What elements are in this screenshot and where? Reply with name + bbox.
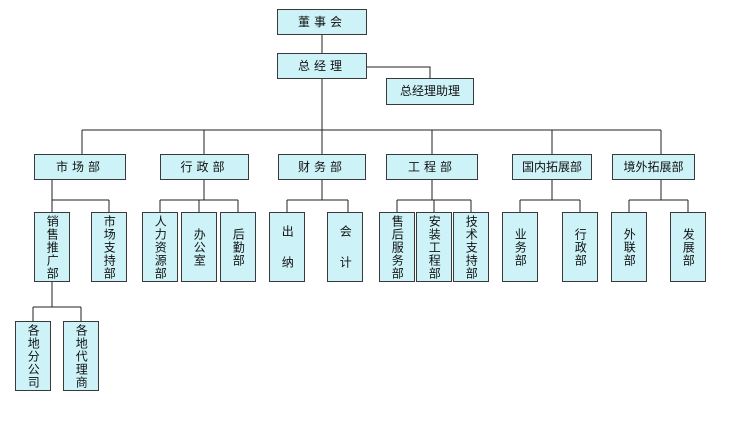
sub-box-development: 发展部 xyxy=(670,212,706,282)
line-assistant xyxy=(367,66,431,78)
sub-label: 行政部 xyxy=(573,227,588,267)
board-label: 董事会 xyxy=(297,14,346,29)
sub-label: 后勤部 xyxy=(231,227,246,267)
sub-box-office: 办公室 xyxy=(181,212,217,282)
dept-label: 行政部 xyxy=(180,159,229,174)
sub-label: 安装工程部 xyxy=(427,214,442,280)
sub-label: 技术支持部 xyxy=(464,214,479,280)
dept-box-market: 市场部 xyxy=(34,154,126,180)
branch-box-agents: 各地代理商 xyxy=(63,321,99,391)
line-dept-drops xyxy=(81,130,662,154)
dept-box-finance: 财务部 xyxy=(278,154,366,180)
assistant-box: 总经理助理 xyxy=(386,78,474,105)
board-box: 董事会 xyxy=(277,9,367,35)
dept-box-domestic: 国内拓展部 xyxy=(512,154,592,180)
sub-label-char1: 出 xyxy=(280,225,295,238)
sub-box-liaison: 外联部 xyxy=(611,212,647,282)
dept-box-admin: 行政部 xyxy=(160,154,249,180)
gm-box: 总经理 xyxy=(277,53,367,79)
sub-box-logistics: 后勤部 xyxy=(220,212,256,282)
sub-label: 人力资源部 xyxy=(153,214,168,280)
sub-box-after-sales: 售后服务部 xyxy=(379,212,415,282)
sub-label: 外联部 xyxy=(622,227,637,267)
sub-box-sales: 销售推广部 xyxy=(34,212,70,282)
sub-box-hr: 人力资源部 xyxy=(142,212,178,282)
dept-box-overseas: 境外拓展部 xyxy=(612,154,695,180)
gm-label: 总经理 xyxy=(297,58,346,73)
branch-label: 各地代理商 xyxy=(74,323,89,389)
sub-label: 业务部 xyxy=(513,227,528,267)
sub-label: 办公室 xyxy=(192,227,207,267)
sub-box-cashier: 出纳 xyxy=(269,212,305,282)
sub-label: 售后服务部 xyxy=(390,214,405,280)
sub-box-installation: 安装工程部 xyxy=(416,212,452,282)
dept-label: 境外拓展部 xyxy=(623,159,684,174)
dept-label: 国内拓展部 xyxy=(521,159,582,174)
dept-label: 市场部 xyxy=(55,159,104,174)
branch-box-subsidiaries: 各地分公司 xyxy=(15,321,51,391)
line-sub-bus xyxy=(51,180,689,212)
dept-box-engineering: 工程部 xyxy=(386,154,478,180)
sub-label: 市场支持部 xyxy=(102,214,117,280)
assistant-label: 总经理助理 xyxy=(399,84,460,99)
sub-box-business: 业务部 xyxy=(502,212,538,282)
sub-box-market-support: 市场支持部 xyxy=(91,212,127,282)
dept-label: 财务部 xyxy=(297,159,346,174)
sub-label: 销售推广部 xyxy=(45,214,60,280)
sub-label-char2: 计 xyxy=(338,256,353,269)
branch-label: 各地分公司 xyxy=(26,323,41,389)
sub-box-accounting: 会计 xyxy=(327,212,363,282)
sub-label-char1: 会 xyxy=(338,225,353,238)
sub-label: 发展部 xyxy=(681,227,696,267)
dept-label: 工程部 xyxy=(407,159,456,174)
sub-box-domestic-admin: 行政部 xyxy=(562,212,598,282)
sub-label-char2: 纳 xyxy=(280,256,295,269)
sub-box-tech-support: 技术支持部 xyxy=(453,212,489,282)
line-branches xyxy=(32,282,82,321)
